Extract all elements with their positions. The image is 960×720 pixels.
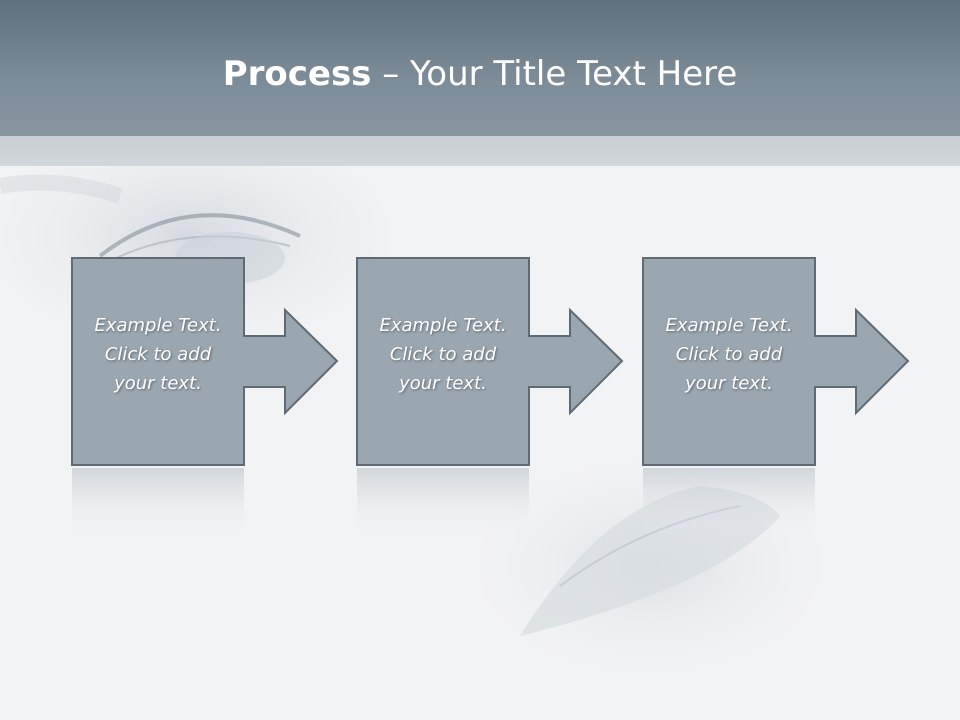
step-1-line-2: Click to add: [104, 344, 212, 365]
step-3-text[interactable]: Example Text. Click to add your text.: [643, 311, 815, 398]
step-2-line-3: your text.: [399, 373, 487, 394]
step-3-line-2: Click to add: [675, 344, 783, 365]
header-underband: [0, 136, 960, 166]
step-1-line-1: Example Text.: [94, 315, 222, 336]
step-1-line-3: your text.: [114, 373, 202, 394]
step-3-line-3: your text.: [685, 373, 773, 394]
step-3-reflection: [643, 468, 815, 538]
step-3-arrow-box[interactable]: [642, 257, 910, 466]
step-2-line-1: Example Text.: [379, 315, 507, 336]
step-2-line-2: Click to add: [389, 344, 497, 365]
slide-title[interactable]: Process – Your Title Text Here: [0, 52, 960, 96]
title-rest-part: – Your Title Text Here: [371, 54, 738, 94]
step-1-reflection: [72, 468, 244, 538]
step-1-text[interactable]: Example Text. Click to add your text.: [72, 311, 244, 398]
step-2-text[interactable]: Example Text. Click to add your text.: [357, 311, 529, 398]
step-1-arrow-box[interactable]: [71, 257, 339, 466]
title-bar: [0, 0, 960, 136]
title-bold-part: Process: [222, 54, 372, 94]
step-2-reflection: [357, 468, 529, 538]
step-2-arrow-box[interactable]: [356, 257, 624, 466]
step-3-line-1: Example Text.: [665, 315, 793, 336]
